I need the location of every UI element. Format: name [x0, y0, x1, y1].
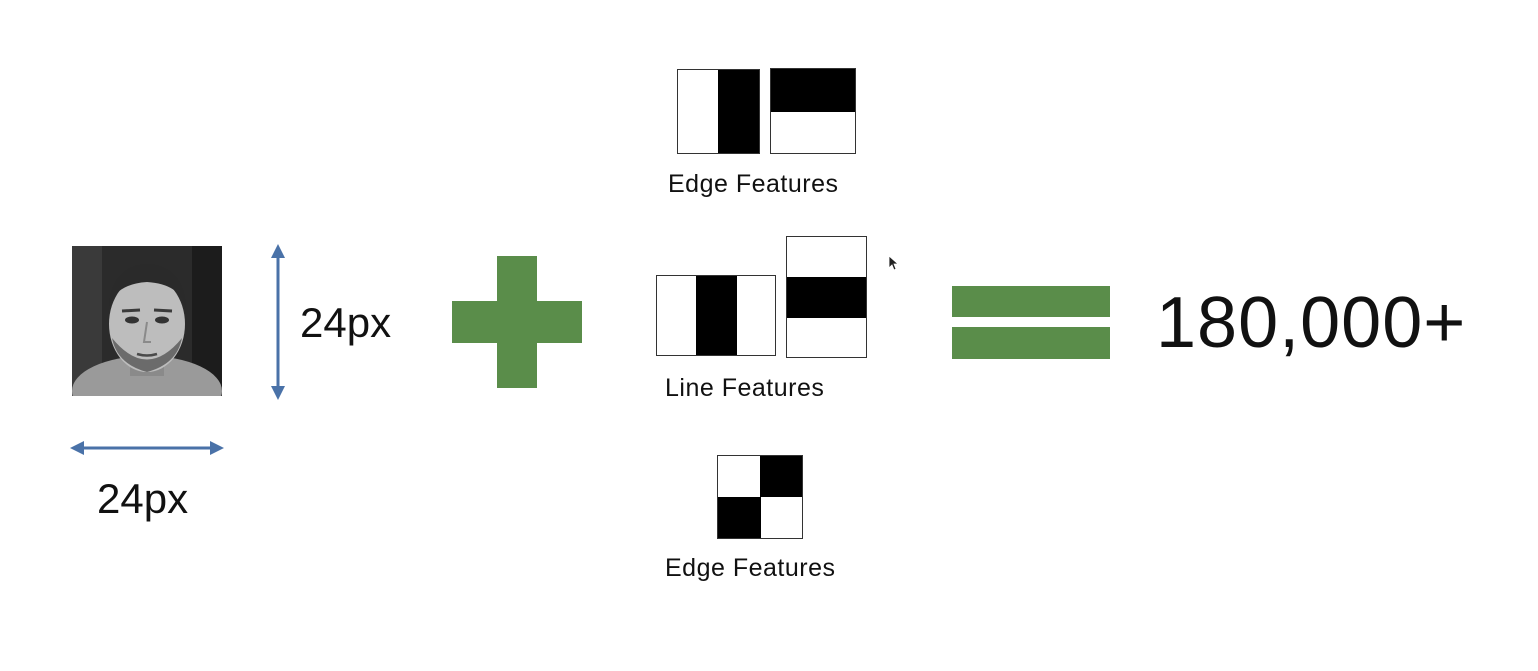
width-label: 24px — [97, 475, 189, 522]
edge-feature-horizontal — [770, 68, 856, 154]
four-rectangle-feature — [717, 455, 803, 539]
edge-feature-vertical — [677, 69, 760, 154]
result-count: 180,000+ — [1156, 283, 1467, 363]
height-label: 24px — [300, 299, 392, 346]
horizontal-arrow-icon — [70, 441, 224, 455]
cursor-icon — [888, 255, 900, 271]
plus-icon — [452, 256, 582, 388]
line-feature-horizontal — [786, 236, 867, 358]
face-photo — [72, 246, 222, 396]
vertical-arrow-icon — [271, 244, 285, 400]
line-features-label: Line Features — [665, 374, 825, 402]
edge-features-label-bottom: Edge Features — [665, 554, 836, 582]
line-feature-vertical — [656, 275, 776, 356]
equals-icon — [952, 286, 1110, 359]
edge-features-label-top: Edge Features — [668, 170, 839, 198]
face-illustration — [72, 246, 222, 396]
